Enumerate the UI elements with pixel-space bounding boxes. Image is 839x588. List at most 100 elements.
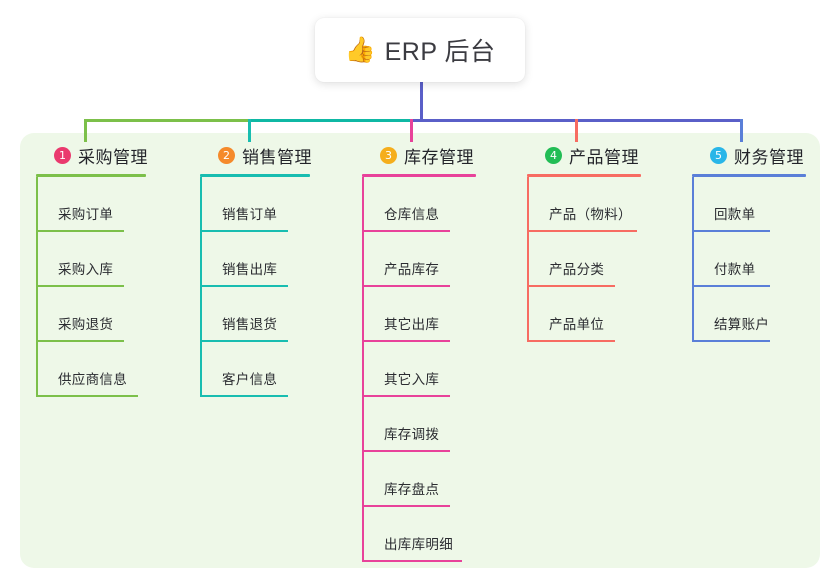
column-spine: [200, 177, 202, 397]
menu-item[interactable]: 出库库明细: [362, 507, 476, 562]
menu-item-label: 其它出库: [384, 317, 440, 332]
menu-item[interactable]: 其它入库: [362, 342, 476, 397]
menu-item-rule: [36, 395, 138, 397]
column-header-rule: [200, 174, 310, 177]
menu-item-label: 库存盘点: [384, 482, 440, 497]
menu-item[interactable]: 回款单: [692, 177, 806, 232]
column-items: 回款单付款单结算账户: [692, 177, 806, 342]
menu-item[interactable]: 仓库信息: [362, 177, 476, 232]
column-title: 产品管理: [569, 147, 639, 167]
menu-item[interactable]: 销售订单: [200, 177, 312, 232]
menu-item-label: 客户信息: [222, 372, 278, 387]
menu-item-rule: [692, 230, 770, 232]
page-title: ERP 后台: [384, 38, 496, 66]
title-card: 👍 ERP 后台: [315, 18, 525, 82]
menu-item[interactable]: 其它出库: [362, 287, 476, 342]
column-number-badge: 3: [380, 146, 397, 164]
column-number-badge: 2: [218, 146, 235, 164]
column-header-rule: [527, 174, 641, 177]
column-库存管理: 3 库存管理仓库信息产品库存其它出库其它入库库存调拨库存盘点出库库明细: [362, 142, 476, 562]
menu-item-label: 出库库明细: [384, 537, 453, 552]
column-header[interactable]: 4 产品管理: [527, 142, 641, 168]
column-title: 库存管理: [404, 147, 474, 167]
column-title: 采购管理: [78, 147, 148, 167]
menu-item[interactable]: 付款单: [692, 232, 806, 287]
column-header-rule: [362, 174, 476, 177]
menu-item-label: 销售出库: [222, 262, 278, 277]
column-number-badge: 4: [545, 146, 562, 164]
menu-item-rule: [200, 230, 288, 232]
column-header[interactable]: 2 销售管理: [200, 142, 312, 168]
menu-item-rule: [36, 230, 124, 232]
column-spine: [692, 177, 694, 342]
title-stem: [420, 82, 423, 122]
menu-item-label: 其它入库: [384, 372, 440, 387]
menu-item-label: 付款单: [714, 262, 756, 277]
menu-item-label: 供应商信息: [58, 372, 127, 387]
menu-item-label: 采购入库: [58, 262, 114, 277]
menu-item-rule: [362, 505, 450, 507]
drop-line-产品管理: [575, 119, 578, 142]
menu-item[interactable]: 库存盘点: [362, 452, 476, 507]
menu-item[interactable]: 结算账户: [692, 287, 806, 342]
menu-item[interactable]: 产品分类: [527, 232, 641, 287]
menu-item-rule: [527, 285, 615, 287]
menu-item-label: 产品（物料）: [549, 207, 632, 222]
menu-item-label: 结算账户: [714, 317, 770, 332]
column-items: 产品（物料） 产品分类产品单位: [527, 177, 641, 342]
column-header-rule: [692, 174, 806, 177]
menu-item[interactable]: 产品（物料）: [527, 177, 641, 232]
menu-item-rule: [362, 340, 450, 342]
column-销售管理: 2 销售管理销售订单销售出库销售退货客户信息: [200, 142, 312, 397]
menu-item[interactable]: 供应商信息: [36, 342, 148, 397]
drop-line-销售管理: [248, 119, 251, 142]
bus-segment-1: [84, 119, 248, 122]
menu-item[interactable]: 客户信息: [200, 342, 312, 397]
menu-item-label: 产品分类: [549, 262, 605, 277]
column-产品管理: 4 产品管理产品（物料） 产品分类产品单位: [527, 142, 641, 342]
menu-item[interactable]: 采购订单: [36, 177, 148, 232]
drop-line-财务管理: [740, 119, 743, 142]
drop-line-库存管理: [410, 119, 413, 142]
column-header[interactable]: 1 采购管理: [36, 142, 148, 168]
menu-item-rule: [527, 230, 637, 232]
menu-item[interactable]: 销售退货: [200, 287, 312, 342]
column-items: 销售订单销售出库销售退货客户信息: [200, 177, 312, 397]
menu-item[interactable]: 产品库存: [362, 232, 476, 287]
drop-line-采购管理: [84, 119, 87, 142]
menu-item-label: 产品库存: [384, 262, 440, 277]
column-title: 销售管理: [242, 147, 312, 167]
menu-item[interactable]: 产品单位: [527, 287, 641, 342]
menu-item-rule: [200, 285, 288, 287]
menu-item-rule: [200, 395, 288, 397]
menu-item-rule: [362, 230, 450, 232]
menu-item-rule: [527, 340, 615, 342]
diagram-panel: [20, 133, 820, 568]
menu-item-rule: [362, 285, 450, 287]
menu-item[interactable]: 库存调拨: [362, 397, 476, 452]
menu-item-rule: [692, 340, 770, 342]
column-header[interactable]: 3 库存管理: [362, 142, 476, 168]
menu-item[interactable]: 采购入库: [36, 232, 148, 287]
menu-item-label: 仓库信息: [384, 207, 440, 222]
menu-item-label: 销售退货: [222, 317, 278, 332]
menu-item-rule: [36, 285, 124, 287]
menu-item-rule: [362, 395, 450, 397]
column-采购管理: 1 采购管理采购订单采购入库采购退货供应商信息: [36, 142, 148, 397]
menu-item-rule: [200, 340, 288, 342]
column-number-badge: 1: [54, 146, 71, 164]
bus-segment-2: [248, 119, 410, 122]
menu-item-label: 采购退货: [58, 317, 114, 332]
menu-item-label: 采购订单: [58, 207, 114, 222]
menu-item-label: 销售订单: [222, 207, 278, 222]
column-items: 仓库信息产品库存其它出库其它入库库存调拨库存盘点出库库明细: [362, 177, 476, 562]
menu-item-label: 回款单: [714, 207, 756, 222]
menu-item-rule: [36, 340, 124, 342]
menu-item[interactable]: 采购退货: [36, 287, 148, 342]
menu-item-rule: [362, 450, 450, 452]
menu-item-rule: [362, 560, 462, 562]
menu-item-label: 产品单位: [549, 317, 605, 332]
menu-item[interactable]: 销售出库: [200, 232, 312, 287]
